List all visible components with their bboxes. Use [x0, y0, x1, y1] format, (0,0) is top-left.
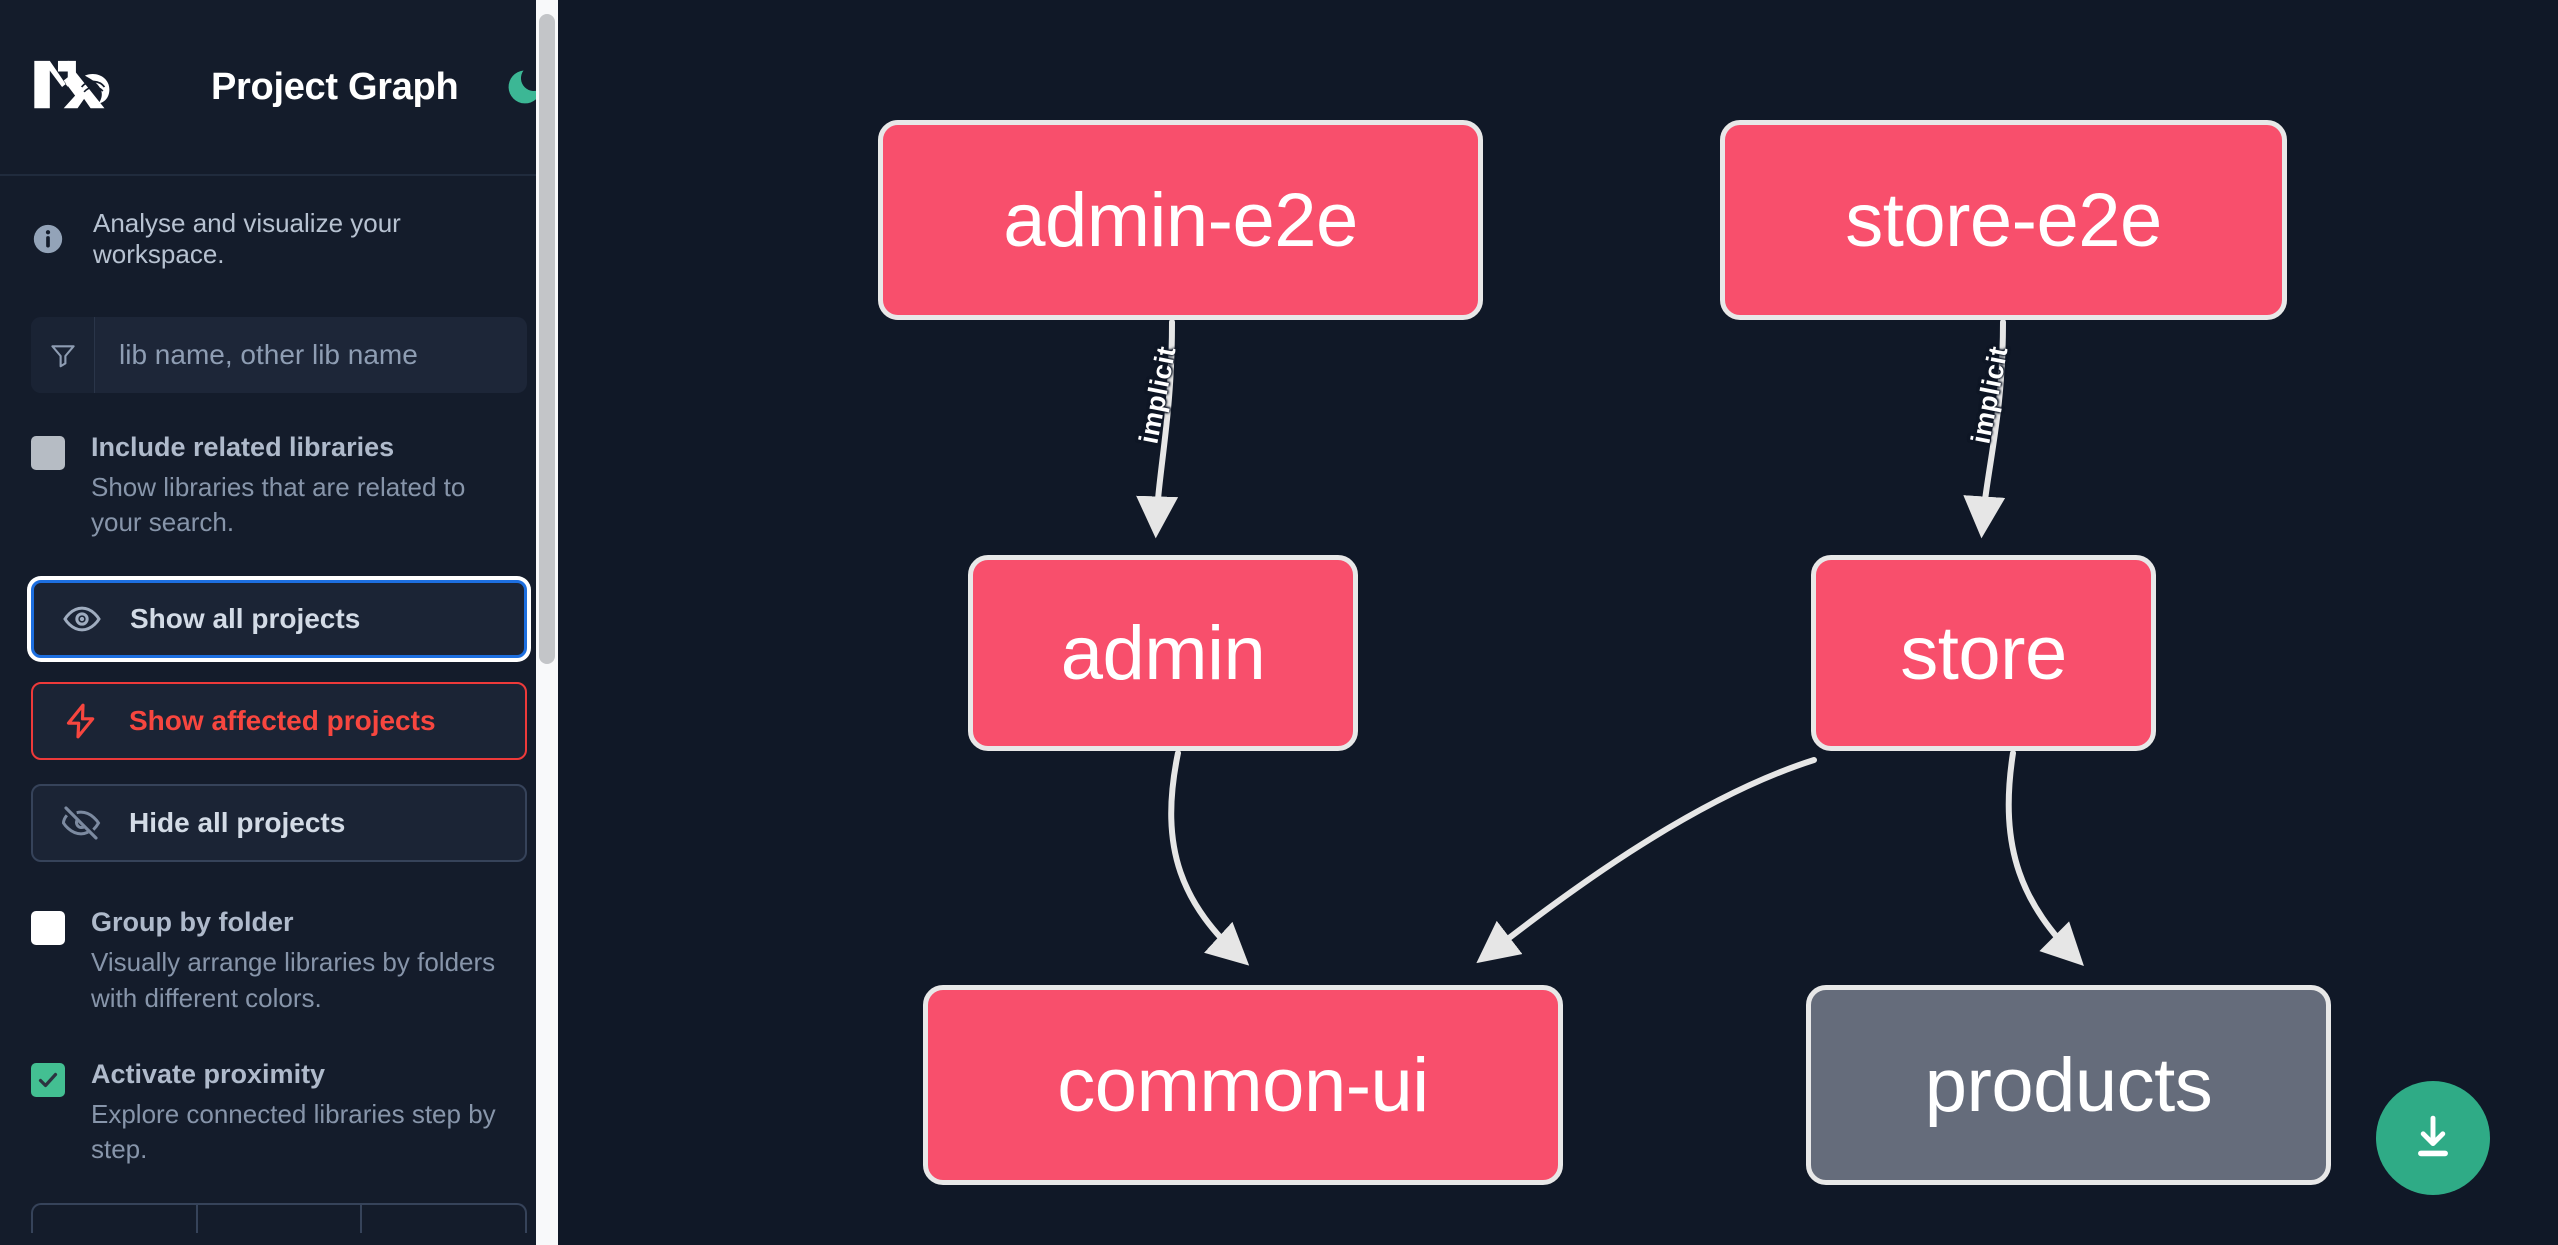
sidebar-scrollbar-thumb[interactable] — [539, 14, 555, 664]
checkbox-box[interactable] — [31, 436, 65, 470]
edge-admin-common-ui — [1168, 750, 1250, 966]
checkbox-box[interactable] — [31, 1062, 65, 1097]
project-visibility-buttons: Show all projects Show affected projects — [0, 580, 558, 863]
checkbox-label: Activate proximity — [91, 1058, 326, 1089]
info-icon — [31, 222, 65, 256]
checkbox-include-related-libraries[interactable]: Include related libraries Show libraries… — [0, 431, 558, 540]
show-affected-projects-button[interactable]: Show affected projects — [31, 682, 527, 761]
bottom-button-group-partial[interactable] — [31, 1203, 527, 1234]
graph-node-admin[interactable]: admin — [968, 555, 1358, 751]
page-title: Project Graph — [211, 65, 459, 108]
checkbox-description: Visually arrange libraries by folders wi… — [91, 947, 496, 1013]
edge-store-e2e-store — [1963, 319, 2006, 539]
bottom-button-3[interactable] — [362, 1205, 525, 1233]
bottom-button-2[interactable] — [198, 1205, 363, 1234]
graph-node-products[interactable]: products — [1806, 985, 2331, 1185]
search-box[interactable] — [31, 317, 527, 393]
lightning-bolt-icon — [61, 701, 101, 741]
filter-funnel-icon — [31, 317, 95, 393]
eye-slash-icon — [61, 803, 101, 843]
graph-node-common-ui[interactable]: common-ui — [923, 985, 1563, 1185]
download-button[interactable] — [2376, 1081, 2490, 1195]
checkbox-label: Group by folder — [91, 907, 294, 938]
graph-canvas[interactable]: implicit implicit admin-e2e store-e2e ad… — [558, 0, 2558, 1245]
nx-logo — [31, 56, 129, 118]
edge-store-products — [2005, 750, 2084, 966]
show-all-projects-button[interactable]: Show all projects — [31, 580, 527, 659]
bottom-button-1[interactable] — [33, 1205, 198, 1234]
show-affected-projects-label: Show affected projects — [129, 705, 436, 737]
moon-icon[interactable] — [502, 64, 548, 110]
hide-all-projects-button[interactable]: Hide all projects — [31, 784, 527, 863]
graph-edges — [1136, 319, 2084, 966]
search-input[interactable] — [95, 317, 527, 393]
graph-node-store-e2e[interactable]: store-e2e — [1720, 120, 2287, 320]
checkbox-description: Show libraries that are related to your … — [91, 471, 466, 538]
checkbox-label: Include related libraries — [91, 432, 395, 462]
hide-all-projects-label: Hide all projects — [129, 807, 346, 839]
sidebar-scrollbar[interactable] — [536, 0, 558, 1245]
checkbox-activate-proximity[interactable]: Activate proximity Explore connected lib… — [0, 1058, 558, 1167]
show-all-projects-label: Show all projects — [130, 603, 361, 635]
sidebar: Project Graph Analyse and visualize yo — [0, 0, 558, 1245]
tagline-text: Analyse and visualize your workspace. — [93, 208, 401, 269]
graph-node-store[interactable]: store — [1811, 555, 2156, 751]
checkbox-description: Explore connected libraries step by step… — [91, 1098, 496, 1165]
eye-icon — [62, 599, 102, 639]
edge-admin-e2e-admin — [1136, 319, 1179, 539]
checkbox-group-by-folder[interactable]: Group by folder Visually arrange librari… — [0, 906, 558, 1015]
tagline: Analyse and visualize your workspace. — [0, 176, 558, 270]
checkbox-box[interactable] — [31, 911, 65, 946]
sidebar-header: Project Graph — [0, 0, 558, 176]
edge-store-common-ui — [1476, 757, 1817, 964]
graph-node-admin-e2e[interactable]: admin-e2e — [878, 120, 1483, 320]
download-icon — [2418, 1115, 2448, 1157]
